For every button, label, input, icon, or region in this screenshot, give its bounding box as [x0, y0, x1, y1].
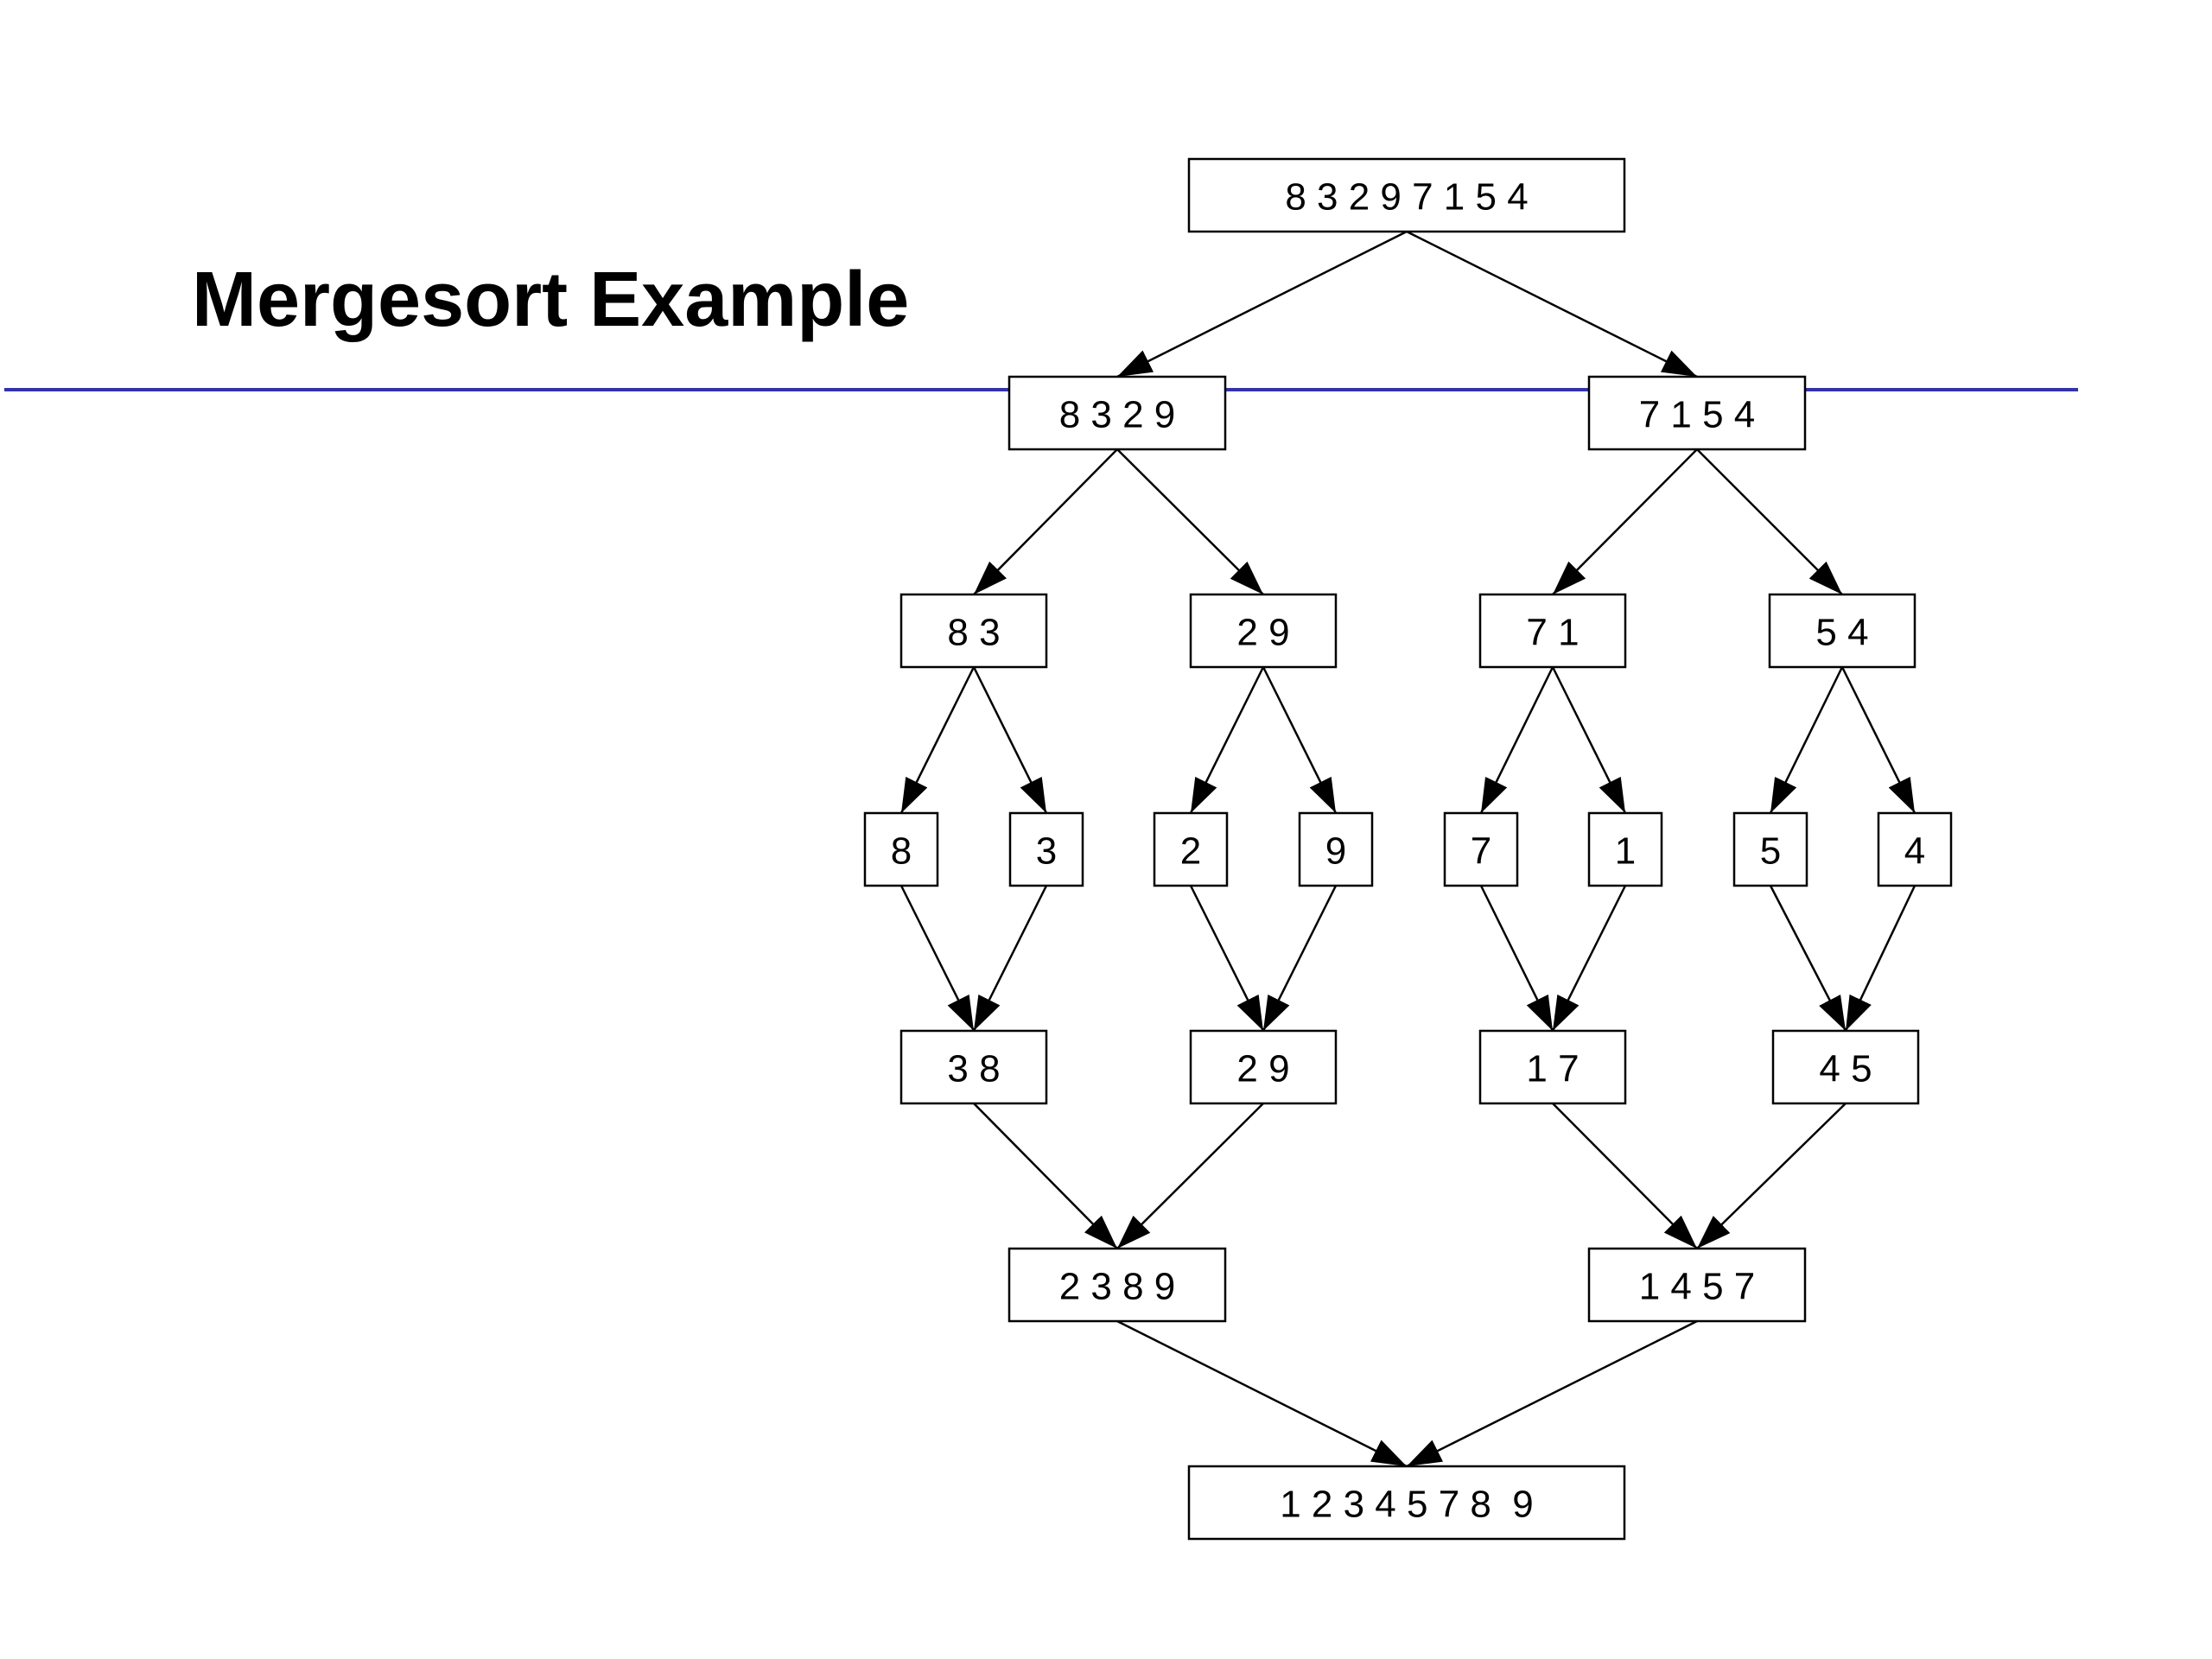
arrow-LR-to-a2: [1189, 666, 1265, 814]
node-label: 4: [1904, 830, 1925, 873]
node-a9: 9: [1298, 811, 1374, 887]
node-RL: 7 1: [1478, 593, 1627, 669]
node-a1: 1: [1587, 811, 1663, 887]
node-box: [899, 593, 1048, 669]
arrow-LR-to-a9: [1262, 666, 1338, 814]
node-a8: 8: [863, 811, 939, 887]
arrow-a5-to-m45: [1769, 885, 1847, 1032]
node-label: 1: [1615, 830, 1636, 873]
node-box: [899, 1029, 1048, 1105]
arrow-a4-to-m45: [1844, 885, 1916, 1032]
node-box: [1478, 1029, 1627, 1105]
node-label: 3 8: [947, 1048, 1000, 1090]
arrow-m1457-to-final: [1406, 1319, 1698, 1468]
arrow-a8-to-m38: [899, 885, 976, 1032]
arrow-m45-to-m1457: [1696, 1103, 1847, 1249]
node-label: 8: [891, 830, 912, 873]
node-label: 7: [1471, 830, 1491, 873]
node-label: 2: [1180, 830, 1201, 873]
node-box: [1007, 375, 1227, 451]
node-box: [1587, 375, 1807, 451]
arrow-a9-to-m29: [1262, 885, 1338, 1032]
arrow-L-to-LL: [973, 448, 1118, 595]
node-m1457: 1 4 5 7: [1587, 1247, 1807, 1323]
arrow-a3-to-m38: [972, 885, 1048, 1032]
node-box: [1189, 593, 1338, 669]
node-box: [1007, 1247, 1227, 1323]
node-box: [863, 811, 939, 887]
node-label: 1 4 5 7: [1639, 1266, 1756, 1308]
node-box: [1877, 811, 1953, 887]
node-RR: 5 4: [1768, 593, 1916, 669]
node-box: [1587, 1247, 1807, 1323]
node-box: [1153, 811, 1229, 887]
node-label: 7 1: [1526, 612, 1579, 654]
arrow-RR-to-a5: [1769, 666, 1844, 814]
arrow-RL-to-a1: [1551, 666, 1627, 814]
node-m38: 3 8: [899, 1029, 1048, 1105]
node-label: 4 5: [1819, 1048, 1872, 1090]
node-label: 3: [1036, 830, 1057, 873]
node-label: 9: [1325, 830, 1346, 873]
arrow-L-to-LR: [1116, 448, 1264, 595]
arrow-root-to-L: [1116, 230, 1408, 378]
node-m2389: 2 3 8 9: [1007, 1247, 1227, 1323]
arrow-m17-to-m1457: [1552, 1103, 1698, 1249]
node-box: [1478, 593, 1627, 669]
node-final: 1 2 3 4 5 7 8 9: [1187, 1465, 1626, 1541]
node-label: 8 3 2 9 7 1 5 4: [1285, 176, 1528, 219]
node-R: 7 1 5 4: [1587, 375, 1807, 451]
node-a2: 2: [1153, 811, 1229, 887]
arrow-LL-to-a3: [972, 666, 1048, 814]
arrow-RR-to-a4: [1840, 666, 1916, 814]
arrow-LL-to-a8: [899, 666, 976, 814]
node-a4: 4: [1877, 811, 1953, 887]
node-box: [1008, 811, 1084, 887]
arrow-R-to-RL: [1552, 448, 1698, 595]
node-label: 1 2 3 4 5 7 8 9: [1280, 1484, 1534, 1526]
node-a7: 7: [1443, 811, 1519, 887]
slide-title: Mergesort Example: [192, 257, 910, 343]
arrow-m29-to-m2389: [1116, 1103, 1264, 1249]
node-box: [1768, 593, 1916, 669]
node-box: [1771, 1029, 1920, 1105]
node-label: 2 9: [1236, 612, 1289, 654]
arrow-m2389-to-final: [1116, 1319, 1408, 1468]
arrow-m38-to-m2389: [973, 1103, 1118, 1249]
nodes-layer: 8 3 2 9 7 1 5 4 8 3 2 9 7 1 5 4 8 3 2 9 7 1 5 …: [863, 157, 1953, 1541]
arrow-a1-to-m17: [1551, 885, 1627, 1032]
node-label: 5 4: [1815, 612, 1868, 654]
node-a5: 5: [1732, 811, 1808, 887]
node-a3: 3: [1008, 811, 1084, 887]
node-L: 8 3 2 9: [1007, 375, 1227, 451]
node-m29: 2 9: [1189, 1029, 1338, 1105]
node-m45: 4 5: [1771, 1029, 1920, 1105]
node-label: 1 7: [1526, 1048, 1579, 1090]
node-box: [1732, 811, 1808, 887]
node-LR: 2 9: [1189, 593, 1338, 669]
node-label: 8 3: [947, 612, 1000, 654]
node-box: [1189, 1029, 1338, 1105]
node-label: 5: [1760, 830, 1781, 873]
node-label: 2 3 8 9: [1059, 1266, 1176, 1308]
arrow-a2-to-m29: [1189, 885, 1265, 1032]
arrow-RL-to-a7: [1479, 666, 1554, 814]
node-box: [1298, 811, 1374, 887]
arrow-a7-to-m17: [1479, 885, 1554, 1032]
edges-layer: [899, 230, 1916, 1468]
node-label: 7 1 5 4: [1639, 394, 1756, 436]
node-box: [1443, 811, 1519, 887]
node-label: 2 9: [1236, 1048, 1289, 1090]
node-m17: 1 7: [1478, 1029, 1627, 1105]
node-box: [1187, 157, 1626, 233]
arrow-root-to-R: [1406, 230, 1698, 378]
arrow-R-to-RR: [1696, 448, 1843, 595]
node-label: 8 3 2 9: [1059, 394, 1176, 436]
node-LL: 8 3: [899, 593, 1048, 669]
node-box: [1587, 811, 1663, 887]
node-box: [1187, 1465, 1626, 1541]
node-root: 8 3 2 9 7 1 5 4: [1187, 157, 1626, 233]
